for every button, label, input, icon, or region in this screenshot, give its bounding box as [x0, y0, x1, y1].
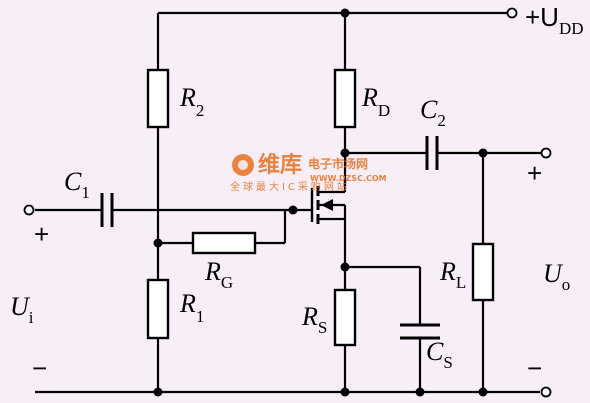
input-minus-sign: − [32, 353, 47, 383]
svg-text:全球最大IC采购网站: 全球最大IC采购网站 [230, 180, 350, 193]
resistor-rl [471, 242, 495, 302]
resistor-r1 [146, 278, 170, 340]
output-minus-sign: − [527, 353, 542, 383]
label-ui: Ui [10, 292, 34, 327]
input-terminal-plus [23, 204, 35, 216]
label-uo: Uo [543, 259, 570, 294]
label-rg: RG [204, 257, 233, 292]
mosfet-arrow-icon [321, 199, 333, 211]
label-r1: R1 [179, 289, 204, 326]
label-rs: RS [301, 302, 327, 337]
svg-text:维库: 维库 [258, 152, 302, 178]
label-rd: RD [361, 83, 390, 120]
input-plus-sign: + [34, 219, 49, 249]
label-c2: C2 [420, 95, 446, 130]
output-terminal-plus [540, 147, 552, 159]
resistor-rg [191, 231, 257, 255]
label-c1: C1 [64, 167, 90, 202]
resistor-r2 [146, 68, 170, 129]
resistor-rd [333, 68, 357, 129]
wires [35, 11, 545, 394]
capacitor-cs [400, 323, 440, 340]
label-cs: CS [426, 337, 453, 372]
svg-text:电子市场网: 电子市场网 [308, 156, 368, 171]
label-r2: R2 [179, 83, 204, 120]
svg-text:WWW.DZSC.COM: WWW.DZSC.COM [310, 174, 387, 183]
output-plus-sign: + [527, 158, 542, 188]
junction-dots [153, 8, 488, 397]
capacitor-c2 [425, 136, 439, 170]
label-rl: RL [439, 257, 466, 292]
capacitor-c1 [100, 193, 114, 227]
resistor-rs [333, 288, 357, 347]
supply-terminal [506, 7, 518, 19]
output-terminal-minus [540, 386, 552, 398]
mosfet-transistor [310, 186, 347, 224]
label-supply: +UDD [525, 2, 584, 38]
watermark-logo: 维库 电子市场网 WWW.DZSC.COM 全球最大IC采购网站 [230, 152, 387, 193]
